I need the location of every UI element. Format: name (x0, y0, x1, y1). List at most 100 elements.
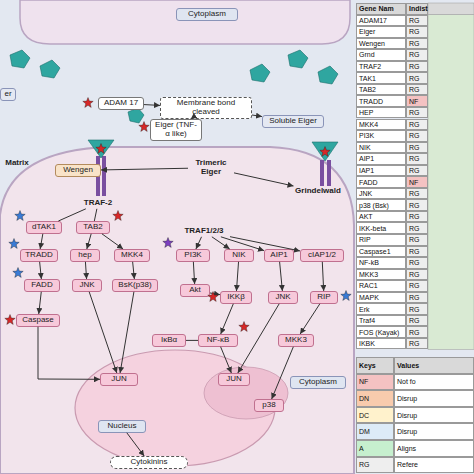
table-cell: RG (406, 72, 428, 84)
pathway-node: Cytokinins (110, 456, 188, 469)
node-label: TRAF-2 (82, 199, 114, 208)
marker-star (9, 239, 19, 249)
table-cell: RG (406, 107, 428, 119)
signal-arrow (186, 340, 198, 341)
table-cell: RG (406, 165, 428, 177)
signal-arrow (94, 209, 97, 221)
node-label: Cytokinins (113, 458, 185, 467)
table-cell: RG (406, 61, 428, 73)
table-cell: FADD (356, 176, 406, 188)
node-label: Eiger (TNF-α like) (153, 121, 199, 139)
table-cell: RG (406, 269, 428, 281)
node-label: Grindelwald (290, 187, 346, 196)
pathway-node: MKK3 (278, 334, 314, 347)
pathway-node: PI3K (176, 249, 210, 262)
marker-star (83, 98, 93, 108)
table-cell: TAB2 (356, 84, 406, 96)
table-cell: RG (406, 142, 428, 154)
pathway-node: Caspase (16, 314, 60, 327)
table-cell: DN (356, 390, 394, 407)
table-cell: Indist (406, 3, 428, 15)
node-label: p38 (257, 401, 281, 410)
node-label: dTAK1 (29, 223, 59, 232)
table-cell: Disrup (394, 423, 474, 440)
marker-star (113, 211, 123, 221)
node-label: FADD (27, 281, 57, 290)
table-cell: DM (356, 423, 394, 440)
table-cell: RG (406, 130, 428, 142)
signal-arrow (85, 262, 86, 279)
node-label: er (3, 90, 13, 99)
pathway-node: MKK4 (114, 249, 150, 262)
pathway-node: dTAK1 (26, 221, 62, 234)
table-cell: RG (406, 38, 428, 50)
pathway-node: JUN (100, 373, 138, 386)
receptor-stem (102, 156, 106, 196)
signal-arrow (212, 237, 230, 249)
signal-arrow (272, 347, 294, 399)
pathway-node: Cytoplasm (176, 8, 238, 21)
table-cell: RG (406, 326, 428, 338)
table-cell: TRAF2 (356, 61, 406, 73)
table-cell: RG (406, 211, 428, 223)
table-cell: TRADD (356, 95, 406, 107)
node-label: TRADD (23, 251, 55, 260)
signal-arrow (39, 292, 42, 314)
table-cell: IAP1 (356, 165, 406, 177)
table-cell: Keys (356, 357, 394, 374)
table-cell: NF (406, 176, 428, 188)
signal-arrow (234, 173, 294, 186)
node-label: IκBα (155, 336, 183, 345)
table-cell: RG (406, 26, 428, 38)
signal-arrow (133, 262, 135, 279)
receptor-ligand (312, 142, 338, 161)
table-cell: RG (406, 153, 428, 165)
marker-star (139, 122, 149, 132)
eiger-molecule (40, 60, 60, 78)
eiger-molecule (318, 66, 338, 84)
table-cell: Gene Nam (356, 3, 406, 15)
signal-arrow (210, 293, 220, 295)
node-label: RIP (313, 293, 335, 302)
pathway-node: JNK (72, 279, 102, 292)
table-cell: AIP1 (356, 153, 406, 165)
table-cell: RG (406, 49, 428, 61)
pathway-node: Nucleus (98, 420, 146, 433)
signal-arrow (300, 304, 320, 334)
table-cell: PI3K (356, 130, 406, 142)
pathway-node: Cytoplasm (290, 376, 346, 389)
marker-star (208, 292, 218, 302)
table-cell: Traf4 (356, 315, 406, 327)
node-label: Caspase (19, 316, 57, 325)
signal-arrow (38, 327, 100, 380)
signal-arrow (190, 118, 192, 119)
node-label: Matrix (2, 159, 32, 168)
pathway-node: cIAP1/2 (300, 249, 344, 262)
signal-arrow (322, 262, 323, 291)
node-label: MKK4 (117, 251, 147, 260)
signal-arrow (193, 262, 194, 284)
table-column (428, 15, 474, 350)
node-label: JUN (103, 375, 135, 384)
pathway-node: Matrix (0, 158, 34, 169)
table-cell: RG (406, 15, 428, 27)
table-cell: Wengen (356, 38, 406, 50)
table-cell: Grnd (356, 49, 406, 61)
receptor-stem (320, 160, 324, 186)
table-cell: RG (406, 280, 428, 292)
table-cell: JNK (356, 188, 406, 200)
table-cell: RG (406, 234, 428, 246)
table-cell: RG (406, 338, 428, 350)
table-cell: RG (406, 199, 428, 211)
marker-star (239, 322, 249, 332)
node-label: JNK (75, 281, 99, 290)
node-label: MKK3 (281, 336, 311, 345)
table-cell: RG (406, 257, 428, 269)
signal-arrow (58, 209, 85, 221)
marker-star (96, 144, 106, 154)
node-label: JUN (221, 375, 247, 384)
eiger-molecules (10, 50, 338, 123)
table-cell: Eiger (356, 26, 406, 38)
signal-arrow (196, 237, 202, 249)
table-cell: NF (356, 374, 394, 391)
